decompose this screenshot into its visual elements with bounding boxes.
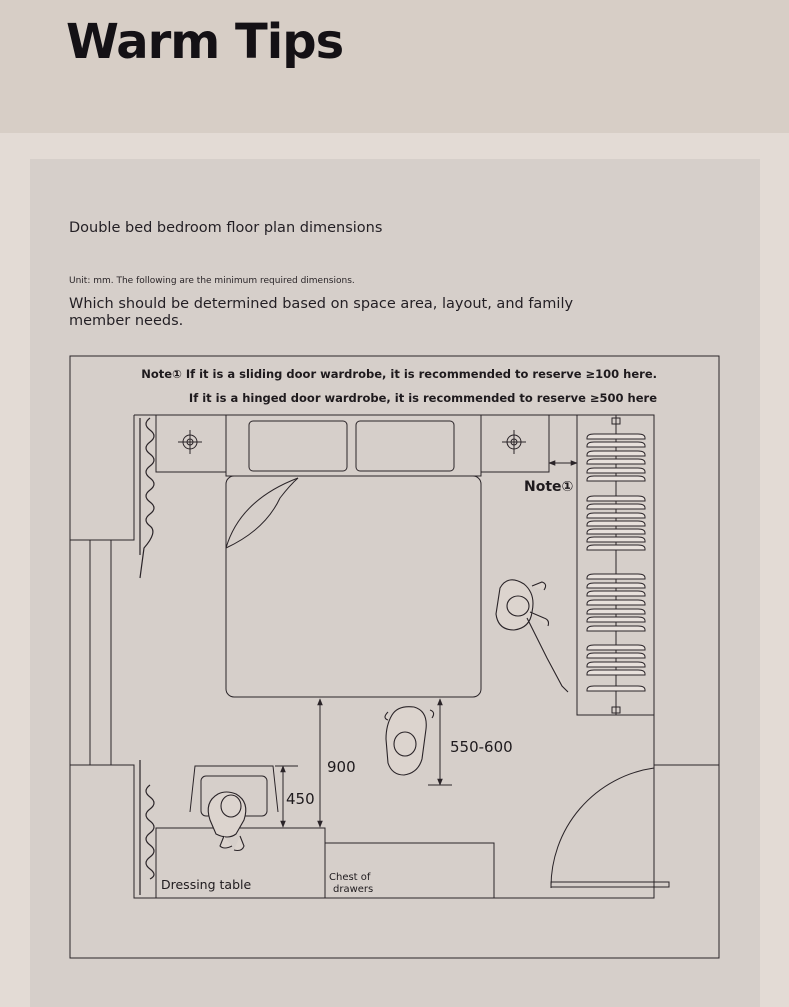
hanger — [586, 512, 646, 519]
dimension-550-600: 550-600 — [450, 738, 513, 756]
hanger — [586, 544, 646, 551]
diagram-subtitle: Double bed bedroom floor plan dimensions — [69, 220, 383, 236]
hanger — [586, 475, 646, 482]
hanger — [586, 573, 646, 580]
dimension-450: 450 — [286, 790, 315, 808]
hanger — [586, 495, 646, 502]
hanger — [586, 582, 646, 589]
hanger — [586, 590, 646, 597]
person-at-wardrobe — [495, 579, 569, 693]
curtain-bottom-left — [139, 760, 155, 895]
double-bed — [225, 414, 482, 698]
unit-note: Unit: mm. The following are the minimum … — [69, 276, 355, 286]
page-title: Warm Tips — [66, 14, 344, 70]
hanger — [586, 528, 646, 535]
hanger — [586, 599, 646, 606]
hanger — [586, 458, 646, 465]
hanger — [586, 661, 646, 668]
header-band — [0, 0, 789, 133]
chest-of-drawers — [324, 842, 495, 899]
hanger — [586, 536, 646, 543]
hanger — [586, 450, 646, 457]
dimension-900: 900 — [327, 758, 356, 776]
hanger — [586, 644, 646, 651]
person-at-dresser — [207, 791, 247, 852]
hanger — [586, 467, 646, 474]
chest-label-line2: drawers — [333, 884, 373, 895]
note-line-1: Note① If it is a sliding door wardrobe, … — [141, 367, 657, 381]
person-standing — [384, 706, 435, 776]
door — [550, 765, 670, 889]
hanger — [586, 616, 646, 623]
nightstand-left — [155, 414, 227, 473]
hanger — [586, 441, 646, 448]
hanger — [586, 669, 646, 676]
room-wall-left-lower — [70, 764, 655, 899]
outer-boundary — [69, 355, 720, 959]
hanger — [586, 520, 646, 527]
chest-label-line1: Chest of — [329, 872, 371, 883]
note-line-2: If it is a hinged door wardrobe, it is r… — [189, 391, 657, 405]
nightstand-right — [480, 414, 550, 473]
room-wall-left — [70, 415, 135, 541]
hanger — [586, 685, 646, 692]
hanger — [586, 625, 646, 632]
curtain-top-left — [139, 417, 155, 579]
dressing-table-label: Dressing table — [161, 877, 251, 892]
hanger — [586, 433, 646, 440]
hanger — [586, 608, 646, 615]
hanger — [586, 503, 646, 510]
hanger — [586, 652, 646, 659]
note-marker: Note① — [524, 479, 573, 495]
intro-text: Which should be determined based on spac… — [69, 296, 574, 329]
